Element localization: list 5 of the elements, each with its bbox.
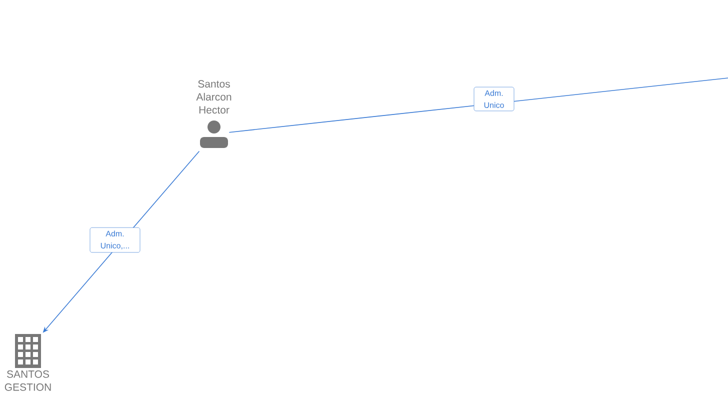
node-label: SANTOS GESTION	[4, 370, 51, 391]
edge-label: Adm. Unico	[474, 86, 514, 112]
node-label: Santos Alarcon Hector	[196, 80, 232, 114]
edge-label: Adm. Unico,...	[90, 227, 140, 253]
connector	[228, 78, 728, 133]
